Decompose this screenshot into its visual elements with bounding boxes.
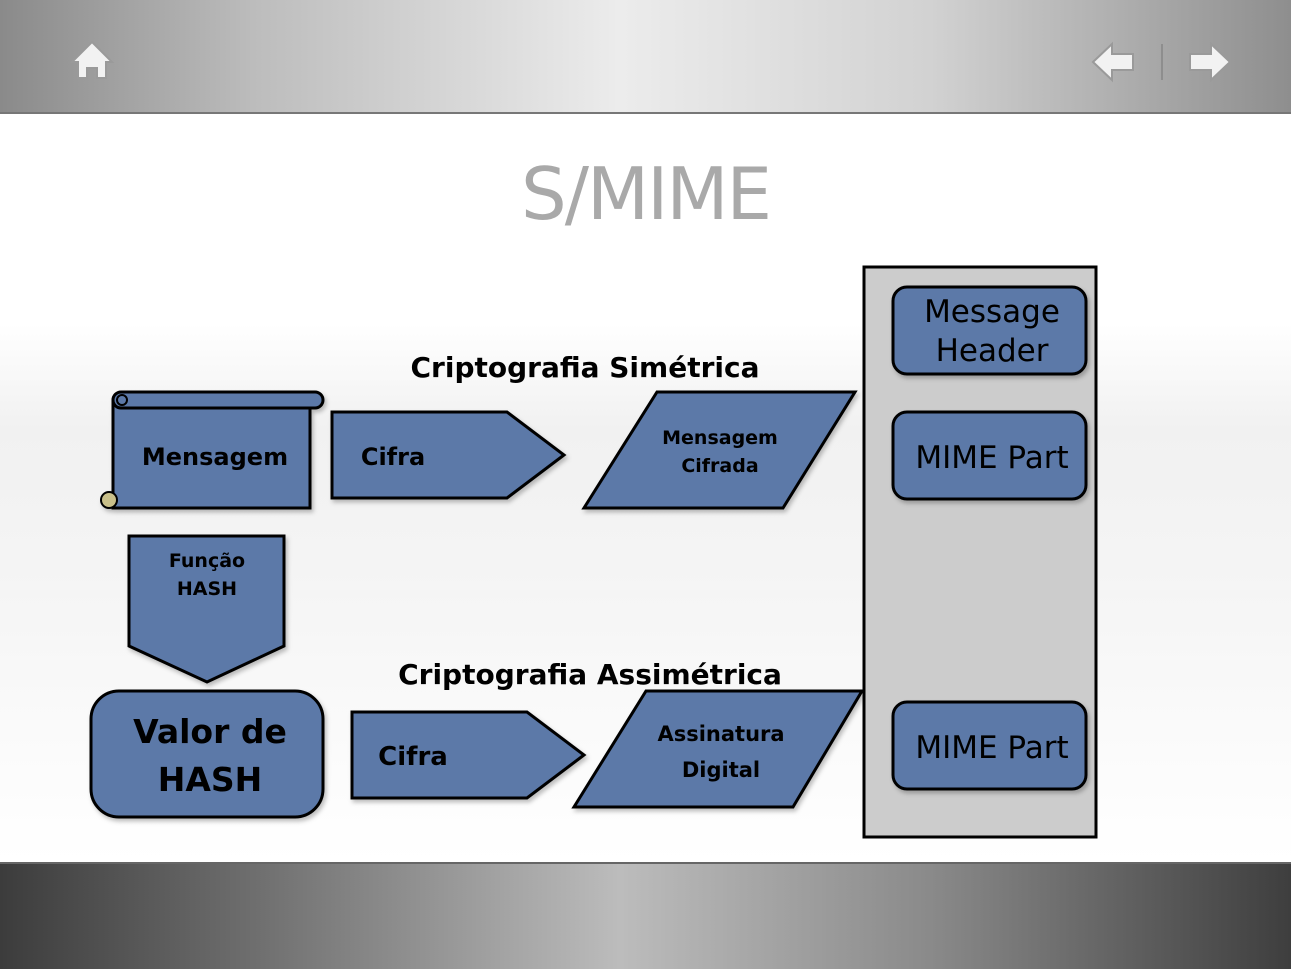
- digital-signature-line2: Digital: [682, 758, 760, 782]
- mime-part-label-1: MIME Part: [915, 440, 1068, 476]
- encrypted-message-line1: Mensagem: [662, 427, 778, 449]
- hash-value-line2: HASH: [158, 760, 263, 799]
- top-toolbar: [0, 0, 1291, 114]
- digital-signature-line1: Assinatura: [657, 722, 784, 746]
- message-header-line2: Header: [936, 333, 1049, 369]
- mime-part-box-1: [891, 410, 1088, 501]
- label-symmetric-crypto: Criptografia Simétrica: [411, 351, 760, 384]
- hash-function-line1: Função: [169, 550, 245, 572]
- hash-function-shape: [127, 534, 286, 684]
- message-header-box: [891, 285, 1088, 376]
- encrypted-message-shape: [581, 390, 858, 510]
- hash-value-shape: [89, 689, 325, 819]
- digital-signature-shape: [571, 689, 865, 809]
- arrow-left-icon[interactable]: [1091, 41, 1134, 83]
- cipher-bottom-label: Cifra: [378, 742, 448, 772]
- hash-value-line1: Valor de: [133, 712, 287, 751]
- message-label: Mensagem: [142, 443, 288, 471]
- bottom-bar: [0, 862, 1291, 969]
- encrypted-message-line2: Cifrada: [681, 455, 758, 477]
- cipher-top-shape: [330, 410, 567, 500]
- mime-part-box-2: [891, 700, 1088, 791]
- hash-function-line2: HASH: [177, 578, 237, 600]
- message-header-line1: Message: [924, 294, 1060, 330]
- home-icon[interactable]: [69, 40, 115, 79]
- cipher-bottom-shape: [350, 710, 587, 800]
- message-scroll-shape: [100, 390, 325, 510]
- mime-part-label-2: MIME Part: [915, 730, 1068, 766]
- cipher-top-label: Cifra: [361, 443, 425, 471]
- label-asymmetric-crypto: Criptografia Assimétrica: [398, 658, 782, 691]
- arrow-right-icon[interactable]: [1189, 41, 1232, 83]
- slide-title: S/MIME: [521, 152, 772, 236]
